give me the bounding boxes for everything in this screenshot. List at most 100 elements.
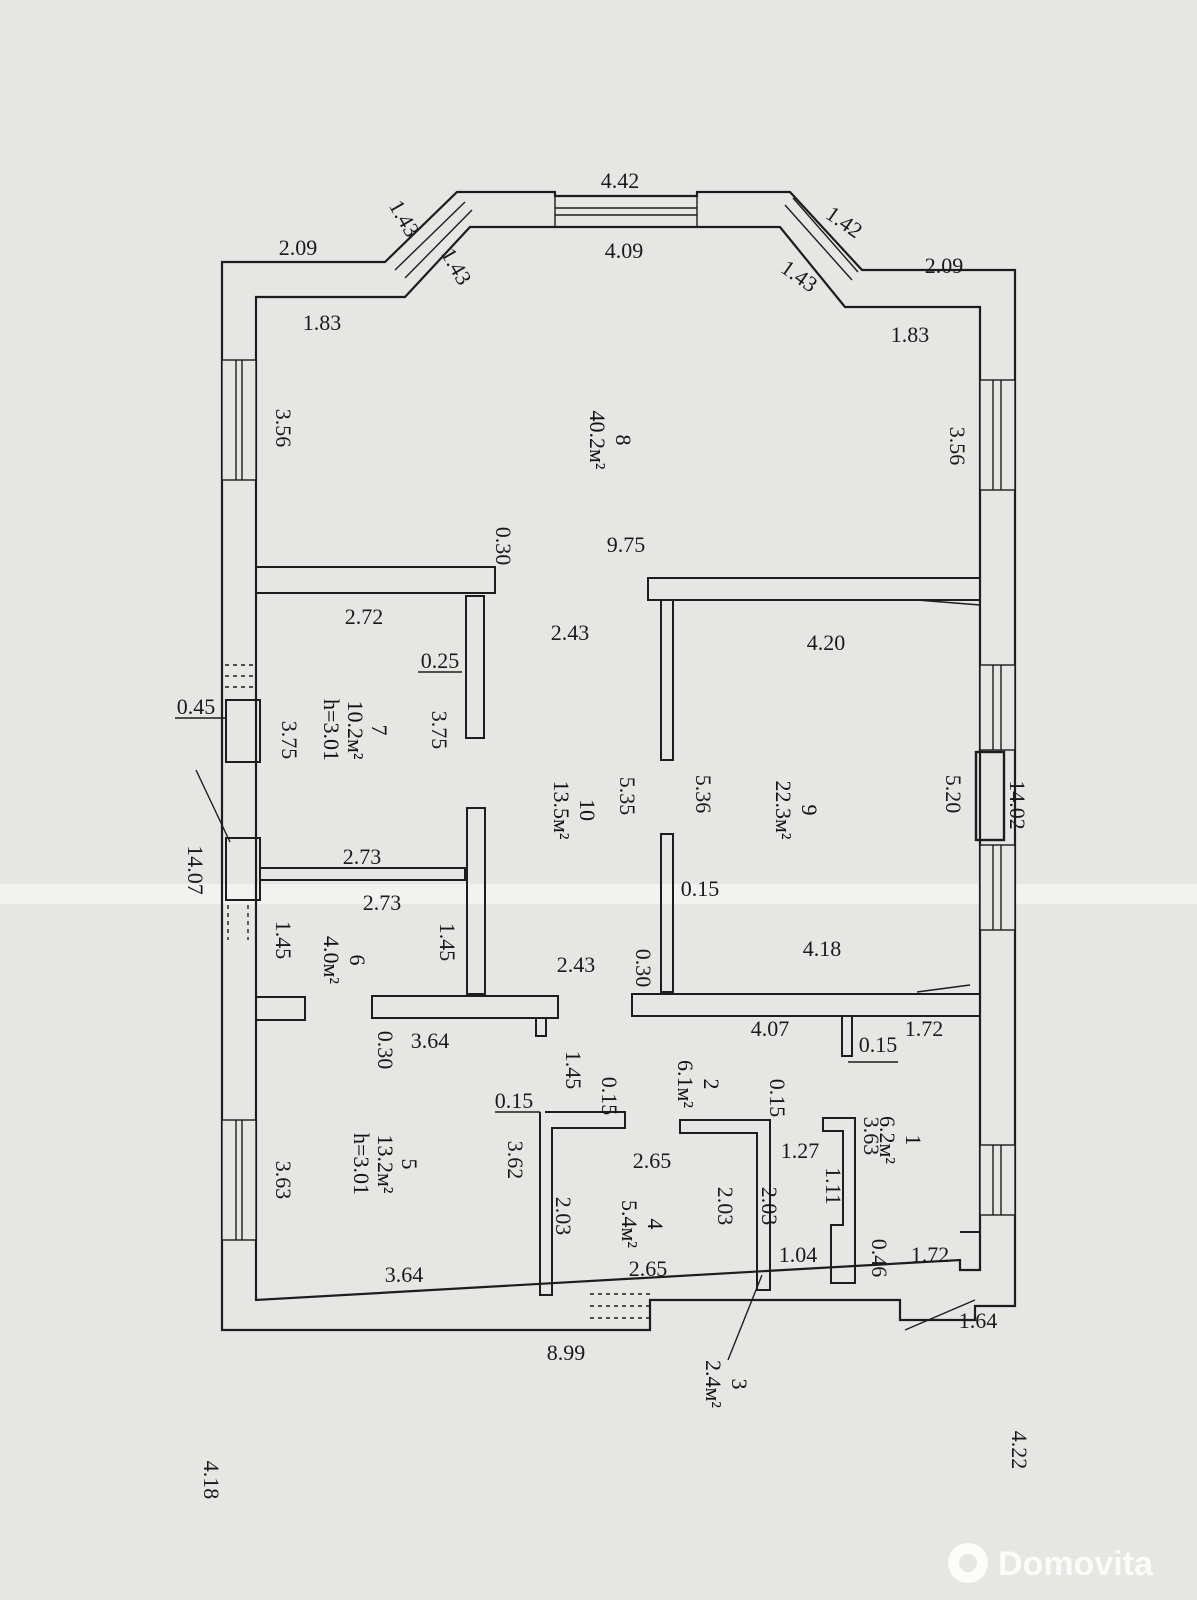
room-5: 5 13.2м² h=3.01 (349, 1133, 422, 1195)
dim-4-20: 4.20 (807, 630, 846, 655)
dim-2-43-b: 2.43 (557, 952, 596, 977)
dim-0-15-a: 0.15 (681, 876, 720, 901)
interior-walls (256, 566, 981, 1296)
dim-9-75: 9.75 (607, 532, 646, 557)
dim-14-07: 14.07 (183, 845, 208, 895)
dim-1-11: 1.11 (821, 1167, 846, 1205)
dim-4-18: 4.18 (803, 936, 842, 961)
dim-0-30-a: 0.30 (491, 527, 516, 566)
left-wall-windows (221, 359, 261, 1241)
dim-3-56-a: 3.56 (271, 409, 296, 448)
dim-1-83-a: 1.83 (303, 310, 342, 335)
room-1-area: 6.2м² (875, 1116, 900, 1164)
dimension-labels: 4.42 4.09 1.43 1.43 1.42 1.43 2.09 2.09 … (177, 168, 1032, 1499)
dim-2-73-b: 2.73 (363, 890, 402, 915)
outer-walls (220, 190, 1017, 1332)
dim-8-99: 8.99 (547, 1340, 586, 1365)
room-2-area: 6.1м² (673, 1060, 698, 1108)
dim-4-07: 4.07 (751, 1016, 790, 1041)
dim-3-63-a: 3.63 (271, 1161, 296, 1200)
room-6-area: 4.0м² (319, 936, 344, 984)
dim-1-04: 1.04 (779, 1242, 818, 1267)
dim-1-45-c: 1.45 (561, 1051, 586, 1090)
fold-line (0, 884, 1197, 904)
dim-0-30-c: 0.30 (373, 1031, 398, 1070)
dim-2-03-a: 2.03 (551, 1197, 576, 1236)
dim-5-20: 5.20 (941, 775, 966, 814)
dim-5-35: 5.35 (615, 777, 640, 816)
room-3-area: 2.4м² (701, 1360, 726, 1408)
dim-1-45-a: 1.45 (271, 921, 296, 960)
room-4-number: 4 (643, 1219, 668, 1230)
dim-1-72-a: 1.72 (905, 1016, 944, 1041)
dim-0-25: 0.25 (421, 648, 460, 673)
dim-3-75-b: 3.75 (427, 711, 452, 750)
dim-4-18-b: 4.18 (199, 1461, 224, 1500)
dim-1-27: 1.27 (781, 1138, 820, 1163)
dim-0-45: 0.45 (177, 694, 216, 719)
room-5-area: 13.2м² (373, 1134, 398, 1193)
dim-0-30-b: 0.30 (631, 949, 656, 988)
dim-2-65-a: 2.65 (633, 1148, 672, 1173)
room-2: 2 6.1м² (673, 1060, 724, 1108)
room-5-number: 5 (397, 1159, 422, 1170)
room-6: 6 4.0м² (319, 936, 370, 984)
dim-1-64: 1.64 (959, 1308, 998, 1333)
dim-1-72-b: 1.72 (911, 1242, 950, 1267)
dim-0-46: 0.46 (867, 1239, 892, 1278)
dim-1-83-b: 1.83 (891, 322, 930, 347)
dim-2-03-b: 2.03 (713, 1187, 738, 1226)
dim-3-63-b: 3.63 (859, 1117, 884, 1156)
dim-5-36: 5.36 (691, 775, 716, 814)
room-7-number: 7 (367, 725, 392, 736)
dim-0-15-e: 0.15 (765, 1079, 790, 1118)
dim-3-64-b: 3.64 (385, 1262, 424, 1287)
leader-lines (175, 599, 981, 1361)
room-8-area: 40.2м² (585, 410, 610, 469)
dim-4-09: 4.09 (605, 238, 644, 263)
room-10-area: 13.5м² (549, 780, 574, 839)
room-7-area: 10.2м² (343, 700, 368, 759)
right-wall-windows (974, 379, 1016, 1216)
room-9: 9 22.3м² (771, 780, 822, 839)
room-1-number: 1 (901, 1135, 926, 1146)
room-2-number: 2 (699, 1079, 724, 1090)
dim-2-43-a: 2.43 (551, 620, 590, 645)
dim-2-09-b: 2.09 (925, 253, 964, 278)
room-7: 7 10.2м² h=3.01 (319, 699, 392, 761)
dim-2-73-a: 2.73 (343, 844, 382, 869)
dim-3-75-a: 3.75 (277, 721, 302, 760)
watermark: Domovita (948, 1543, 1154, 1583)
room-10-number: 10 (575, 799, 600, 821)
room-8-number: 8 (611, 435, 636, 446)
room-7-height: h=3.01 (319, 699, 344, 761)
room-9-number: 9 (797, 805, 822, 816)
watermark-brand: Domovita (998, 1545, 1154, 1583)
room-5-height: h=3.01 (349, 1133, 374, 1195)
room-10: 10 13.5м² (549, 780, 600, 839)
room-9-area: 22.3м² (771, 780, 796, 839)
dim-1-45-b: 1.45 (435, 923, 460, 962)
room-3-number: 3 (727, 1379, 752, 1390)
dim-2-09-a: 2.09 (279, 235, 318, 260)
room-4-area: 5.4м² (617, 1200, 642, 1248)
dim-2-72: 2.72 (345, 604, 384, 629)
dim-3-56-b: 3.56 (945, 427, 970, 466)
room-6-number: 6 (345, 955, 370, 966)
room-1: 1 6.2м² (875, 1116, 926, 1164)
room-4: 4 5.4м² (617, 1200, 668, 1248)
dim-3-64-a: 3.64 (411, 1028, 450, 1053)
room-8: 8 40.2м² (585, 410, 636, 469)
dim-2-03-c: 2.03 (757, 1187, 782, 1226)
dim-4-42: 4.42 (601, 168, 640, 193)
dim-0-15-b: 0.15 (859, 1032, 898, 1057)
dim-14-02: 14.02 (1005, 780, 1030, 830)
dim-3-62: 3.62 (503, 1141, 528, 1180)
dim-0-15-c: 0.15 (597, 1077, 622, 1116)
dim-2-65-b: 2.65 (629, 1256, 668, 1281)
room-labels: 8 40.2м² 7 10.2м² h=3.01 10 13.5м² 9 22.… (319, 410, 926, 1408)
room-3: 3 2.4м² (701, 1360, 752, 1408)
dim-0-15-d: 0.15 (495, 1088, 534, 1113)
